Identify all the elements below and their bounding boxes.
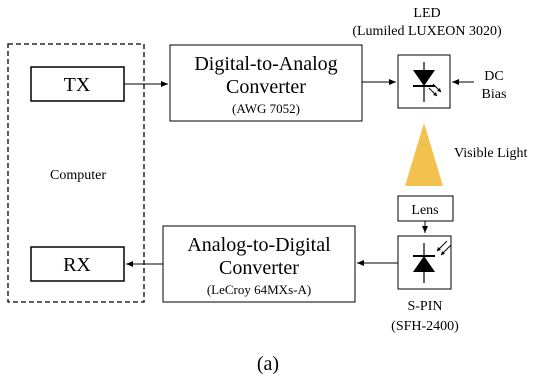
lens-label: Lens — [411, 203, 438, 218]
visible-light-label: Visible Light — [454, 146, 528, 161]
adc-block — [162, 225, 356, 303]
spin-title: S-PIN — [407, 299, 442, 314]
adc-model: (LeCroy 64MXs-A) — [207, 282, 311, 297]
spin-model: (SFH-2400) — [391, 319, 459, 334]
dc-bias-line2: Bias — [482, 87, 507, 102]
photodiode-icon — [413, 240, 452, 283]
dc-bias-line1: DC — [484, 69, 503, 84]
led-model: (Lumiled LUXEON 3020) — [352, 24, 502, 39]
computer-label: Computer — [50, 168, 106, 183]
led-diode-icon — [413, 62, 442, 102]
dac-model: (AWG 7052) — [232, 101, 300, 116]
tx-label: TX — [64, 74, 91, 96]
rx-label: RX — [63, 254, 91, 276]
dac-block — [169, 44, 363, 122]
adc-title-line2: Converter — [219, 257, 299, 279]
adc-title-line1: Analog-to-Digital — [187, 234, 331, 256]
lens-block — [397, 195, 454, 222]
visible-light-beam — [405, 123, 443, 186]
figure-caption: (a) — [257, 353, 279, 375]
led-title: LED — [413, 6, 440, 21]
dac-title-line2: Converter — [226, 76, 306, 98]
dac-title-line1: Digital-to-Analog — [194, 53, 337, 75]
computer-enclosure — [7, 43, 145, 303]
rx-block — [30, 246, 125, 282]
